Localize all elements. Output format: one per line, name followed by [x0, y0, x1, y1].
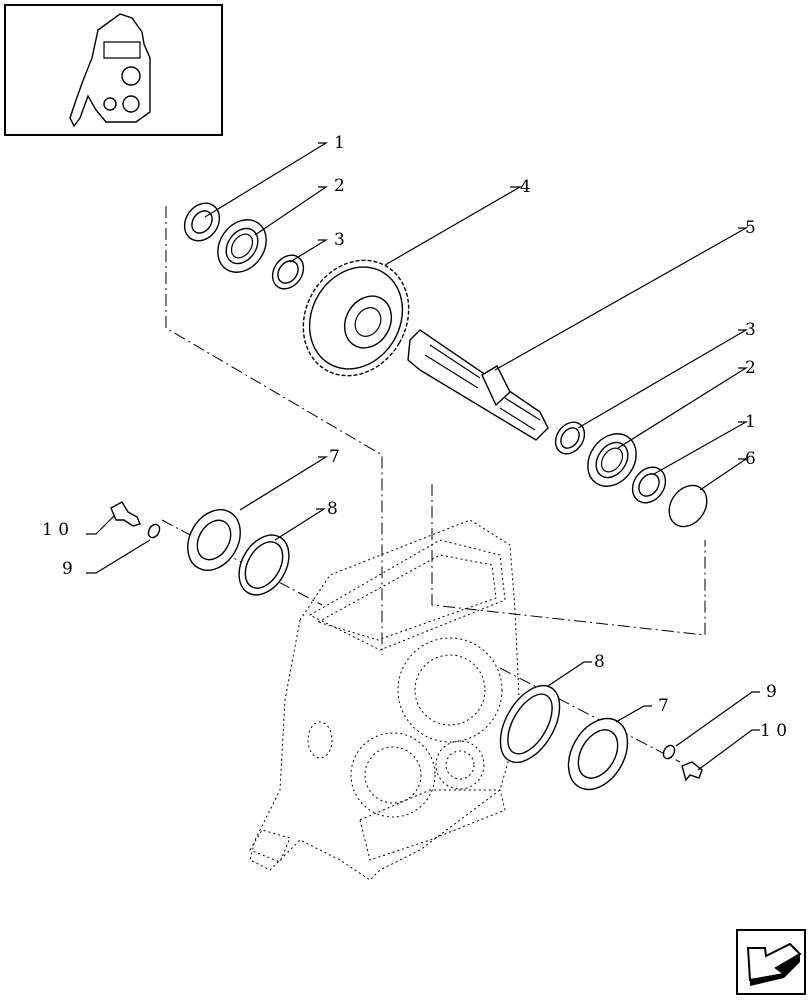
callout-8-left: 8 [327, 499, 338, 519]
callout-2-lower: 2 [745, 358, 756, 378]
gear-4[interactable] [283, 241, 430, 395]
next-page-arrow-icon[interactable] [736, 929, 806, 995]
callout-6: 6 [745, 449, 756, 469]
bearing-2-upper[interactable] [208, 210, 276, 281]
gasket-8-left[interactable] [229, 526, 299, 603]
bearing-2-lower[interactable] [578, 424, 646, 495]
spacer-3-lower[interactable] [550, 417, 591, 460]
bolt-10-right[interactable] [681, 761, 703, 782]
callout-1-upper: 1 [334, 133, 345, 153]
gearbox-housing [249, 519, 521, 881]
callout-4: 4 [520, 177, 531, 197]
callout-labels: 1 2 3 4 5 3 2 1 6 7 8 1 0 9 8 7 9 1 0 [42, 133, 787, 741]
callout-7-right: 7 [658, 696, 669, 716]
washer-9-right[interactable] [661, 743, 677, 760]
callout-5: 5 [745, 218, 756, 238]
cover-7-right[interactable] [556, 708, 639, 800]
callout-3-upper: 3 [334, 230, 345, 250]
callout-9-right: 9 [766, 682, 777, 702]
bolt-10-left[interactable] [110, 501, 141, 527]
gearbox-thumbnail-icon[interactable] [4, 4, 223, 136]
callout-9-left: 9 [62, 559, 73, 579]
callout-1-lower: 1 [745, 412, 756, 432]
assembly-centerlines [161, 206, 706, 763]
shaft-5[interactable] [407, 329, 549, 441]
leader-lines [86, 142, 760, 771]
callout-7-left: 7 [329, 447, 340, 467]
callout-10-right: 1 0 [760, 721, 787, 741]
callout-2-upper: 2 [334, 176, 345, 196]
washer-9-left[interactable] [146, 522, 162, 539]
callout-8-right: 8 [594, 652, 605, 672]
seal-ring-1-lower[interactable] [626, 461, 672, 509]
gasket-8-right[interactable] [488, 676, 572, 773]
spacer-3-upper[interactable] [266, 249, 310, 295]
snap-ring-6[interactable] [661, 478, 714, 534]
callout-10-left: 1 0 [42, 520, 69, 540]
cover-7-left[interactable] [177, 500, 251, 579]
callout-3-lower: 3 [745, 320, 756, 340]
seal-ring-1-upper[interactable] [177, 196, 226, 247]
